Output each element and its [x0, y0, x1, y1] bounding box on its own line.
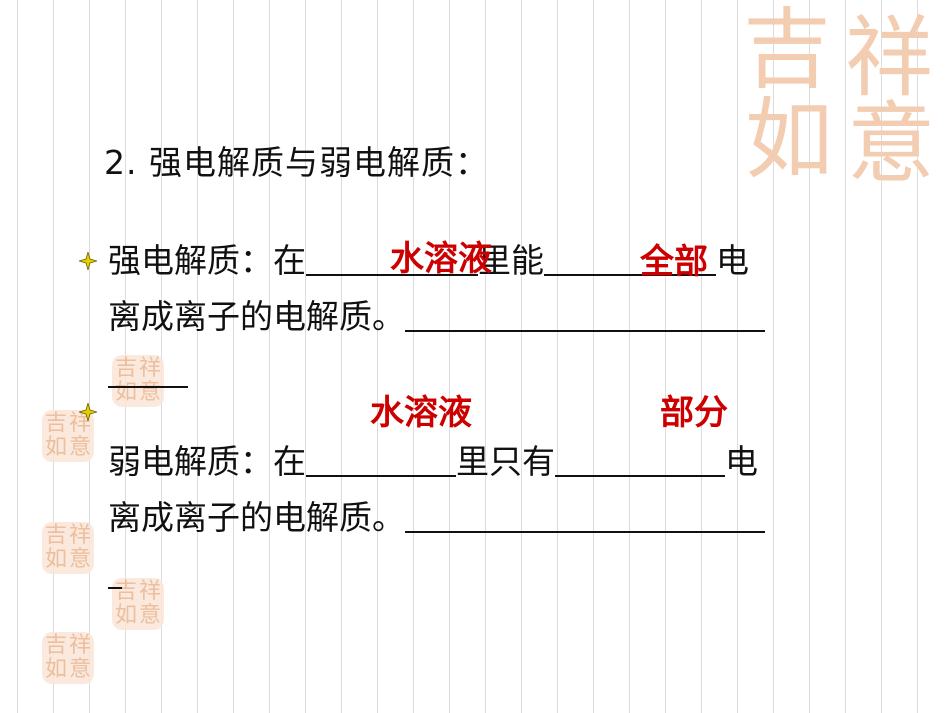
- strong-line2: 离成离子的电解质。: [108, 297, 405, 336]
- blank-line: [306, 441, 456, 477]
- strong-electrolyte-definition: 强电解质：在 里能 电 离成离子的电解质。: [108, 233, 848, 401]
- small-seal-logo: 吉 祥 如 意: [112, 578, 164, 630]
- seal-glyph: 吉: [115, 356, 138, 381]
- blank-line: [405, 497, 765, 533]
- seal-glyph: 祥: [845, 6, 934, 109]
- blank-line: [555, 441, 725, 477]
- seal-glyph: 意: [69, 657, 92, 682]
- seal-glyph: 如: [45, 547, 68, 572]
- strong-line1-suffix: 电: [716, 241, 749, 280]
- strong-answer-2: 全部: [640, 242, 708, 282]
- seal-glyph: 吉: [45, 411, 68, 436]
- seal-glyph: 如: [45, 657, 68, 682]
- seal-glyph: 意: [139, 603, 162, 628]
- seal-glyph: 祥: [139, 579, 162, 604]
- weak-line1-suffix: 电: [725, 442, 758, 481]
- seal-glyph: 吉: [45, 633, 68, 658]
- blank-line: [306, 240, 478, 276]
- small-seal-logo: 吉 祥 如 意: [42, 632, 94, 684]
- auspicious-seal-logo: 吉 祥 如 意: [735, 0, 950, 195]
- four-point-star-icon: [79, 403, 97, 421]
- weak-line2: 离成离子的电解质。: [108, 498, 405, 537]
- blank-line: [544, 240, 716, 276]
- seal-glyph: 如: [45, 435, 68, 460]
- seal-glyph: 吉: [115, 579, 138, 604]
- blank-line: [108, 553, 122, 589]
- seal-glyph: 意: [847, 92, 936, 195]
- weak-line1-mid: 里只有: [456, 442, 555, 481]
- blank-line: [108, 352, 188, 388]
- strong-line1-mid: 里能: [478, 241, 544, 280]
- weak-answer-1: 水溶液: [370, 393, 472, 433]
- seal-glyph: 吉: [743, 0, 832, 101]
- four-point-star-icon: [79, 252, 97, 270]
- seal-glyph: 祥: [139, 356, 162, 381]
- strong-answer-1: 水溶液: [390, 239, 492, 279]
- blank-line: [405, 296, 765, 332]
- small-seal-logo: 吉 祥 如 意: [42, 522, 94, 574]
- weak-answer-2: 部分: [660, 393, 728, 433]
- seal-glyph: 如: [745, 88, 834, 191]
- seal-glyph: 祥: [69, 523, 92, 548]
- seal-glyph: 祥: [69, 411, 92, 436]
- small-seal-logo: 吉 祥 如 意: [112, 355, 164, 407]
- seal-glyph: 意: [69, 547, 92, 572]
- weak-electrolyte-definition: 弱电解质：在 里只有 电 离成离子的电解质。: [108, 434, 848, 602]
- slide-title: 2. 强电解质与弱电解质：: [104, 143, 489, 182]
- seal-glyph: 吉: [45, 523, 68, 548]
- seal-glyph: 如: [115, 603, 138, 628]
- weak-line1-prefix: 弱电解质：在: [108, 442, 306, 481]
- strong-line1-prefix: 强电解质：在: [108, 241, 306, 280]
- seal-glyph: 祥: [69, 633, 92, 658]
- small-seal-logo: 吉 祥 如 意: [42, 410, 94, 462]
- seal-glyph: 意: [69, 435, 92, 460]
